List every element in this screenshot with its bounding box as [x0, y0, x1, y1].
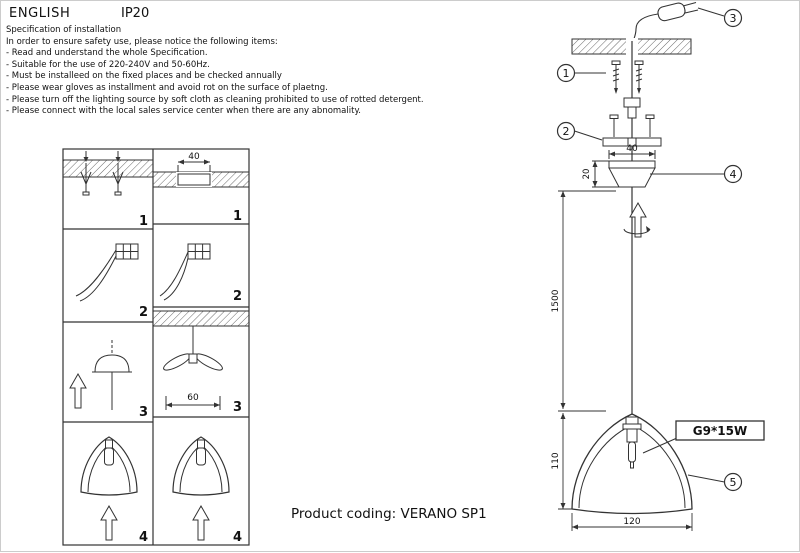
dim-shade-width: 120: [623, 517, 640, 527]
screw-icon: [609, 114, 619, 137]
screw-icon: [611, 60, 621, 94]
callout-number: 3: [730, 12, 737, 25]
spec-item-5: - Please turn off the lighting source by…: [6, 94, 424, 105]
step-number: 1: [139, 214, 148, 229]
dim-shade-height: 110: [551, 452, 561, 469]
dim-clip-span: 60: [187, 393, 199, 403]
step-number: 4: [233, 530, 242, 545]
up-arrow-icon: [100, 504, 118, 541]
g9-bulb-icon: [628, 441, 636, 463]
up-arrow-icon: [192, 504, 210, 541]
expansion-screws-drawing: [611, 60, 644, 94]
callout-3: 3: [697, 7, 743, 28]
mounting-bracket-drawing: [602, 114, 662, 161]
ceiling-slab-drawing: [571, 38, 692, 98]
bulb-label-text: G9*15W: [693, 424, 747, 438]
step-number: 3: [139, 405, 148, 420]
screw-icon: [634, 60, 644, 94]
step-spring-clips-drawing: 60: [152, 310, 250, 410]
spec-intro: In order to ensure safety use, please no…: [6, 36, 278, 47]
step-shade-install-drawing-2: [172, 436, 230, 541]
spec-item-3: - Must be installeed on the fixed places…: [6, 71, 282, 82]
power-plug-drawing: [631, 1, 699, 54]
canopy-drawing: 40 20: [582, 144, 656, 188]
dim-shade-height-group: 110: [551, 413, 576, 510]
spec-item-6: - Please connect with the local sales se…: [6, 106, 361, 117]
cord-grip-drawing: [623, 97, 641, 138]
steps-grid: [62, 148, 250, 546]
dim-wire-length-group: 1500: [551, 190, 616, 412]
step-number: 1: [233, 209, 242, 224]
callout-number: 4: [730, 168, 737, 181]
spec-title: Specification of installation: [6, 25, 122, 35]
shade-drawing: [571, 413, 693, 515]
callout-1: 1: [556, 63, 606, 83]
installation-steps-panel: 1 2 3 4: [62, 148, 250, 546]
callout-4: 4: [650, 164, 743, 184]
step-number: 2: [139, 305, 148, 320]
ip-rating-label: IP20: [121, 6, 150, 21]
step-plate-dimension-drawing: 40: [152, 152, 250, 188]
step-number: 4: [139, 530, 148, 545]
language-label: ENGLISH: [9, 6, 71, 21]
anchor-bolt-icon: [112, 151, 124, 196]
callout-number: 2: [563, 125, 570, 138]
spec-item-2: - Suitable for the use of 220-240V and 5…: [6, 59, 210, 70]
callout-2: 2: [556, 121, 603, 141]
spec-item-1: - Read and understand the whole Specific…: [6, 48, 208, 59]
specification-block: Specification of installation In order t…: [6, 25, 424, 118]
dim-shade-width-group: 120: [571, 513, 693, 531]
bulb-label: G9*15W: [642, 420, 765, 454]
dim-plate-width: 40: [188, 152, 200, 162]
dim-canopy-height: 20: [582, 169, 592, 180]
twist-arrow-icon: [623, 201, 651, 238]
technical-drawing: 3: [551, 1, 765, 531]
step-number: 3: [233, 400, 242, 415]
callout-number: 5: [730, 476, 737, 489]
step-ceiling-anchors-drawing: [62, 151, 154, 196]
step-wire-connection-drawing-2: [159, 243, 211, 301]
step-shade-install-drawing: [80, 436, 138, 541]
anchor-bolt-icon: [80, 151, 92, 196]
spec-item-4: - Please wear gloves as installment and …: [6, 82, 328, 93]
product-coding: Product coding: VERANO SP1: [291, 506, 487, 522]
step-number: 2: [233, 289, 242, 304]
dim-wire-length: 1500: [551, 289, 561, 312]
dim-canopy-width: 40: [626, 144, 638, 154]
step-wire-connection-drawing: [75, 243, 139, 302]
callout-5: 5: [687, 472, 743, 492]
screw-icon: [645, 114, 655, 137]
bulb-socket-drawing: [622, 416, 642, 469]
up-arrow-icon: [69, 372, 87, 409]
step-canopy-mount-drawing: [69, 340, 132, 410]
callout-number: 1: [563, 67, 570, 80]
